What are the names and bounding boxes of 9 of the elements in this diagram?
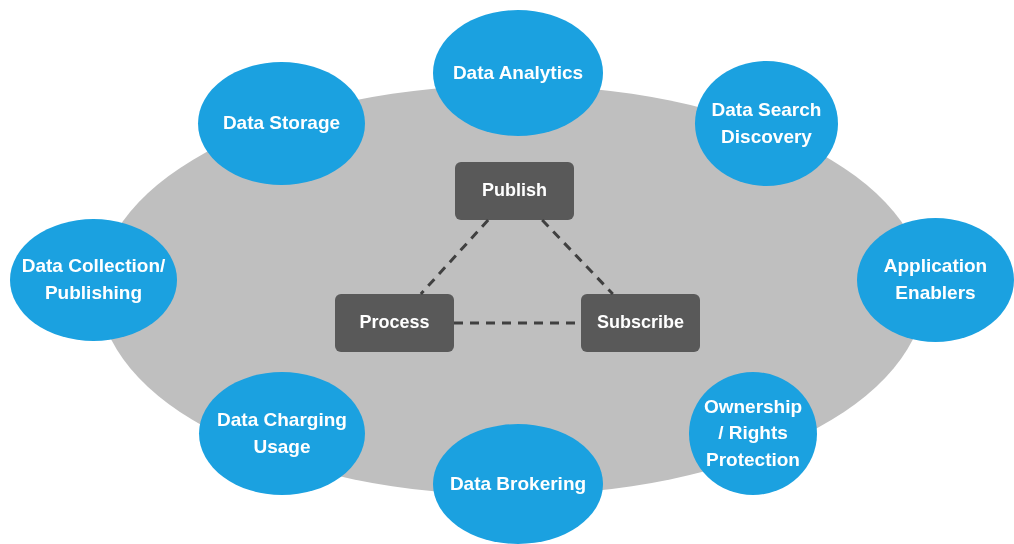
dashed-connector <box>541 218 614 296</box>
process-box: Process <box>335 294 454 352</box>
topic-circle: Data Collection/ Publishing <box>10 219 177 341</box>
process-box: Publish <box>455 162 574 220</box>
dashed-connector <box>419 219 490 295</box>
topic-circle: Data Analytics <box>433 10 603 136</box>
topic-circle: Data Search Discovery <box>695 61 838 186</box>
process-box: Subscribe <box>581 294 700 352</box>
topic-circle: Application Enablers <box>857 218 1014 342</box>
